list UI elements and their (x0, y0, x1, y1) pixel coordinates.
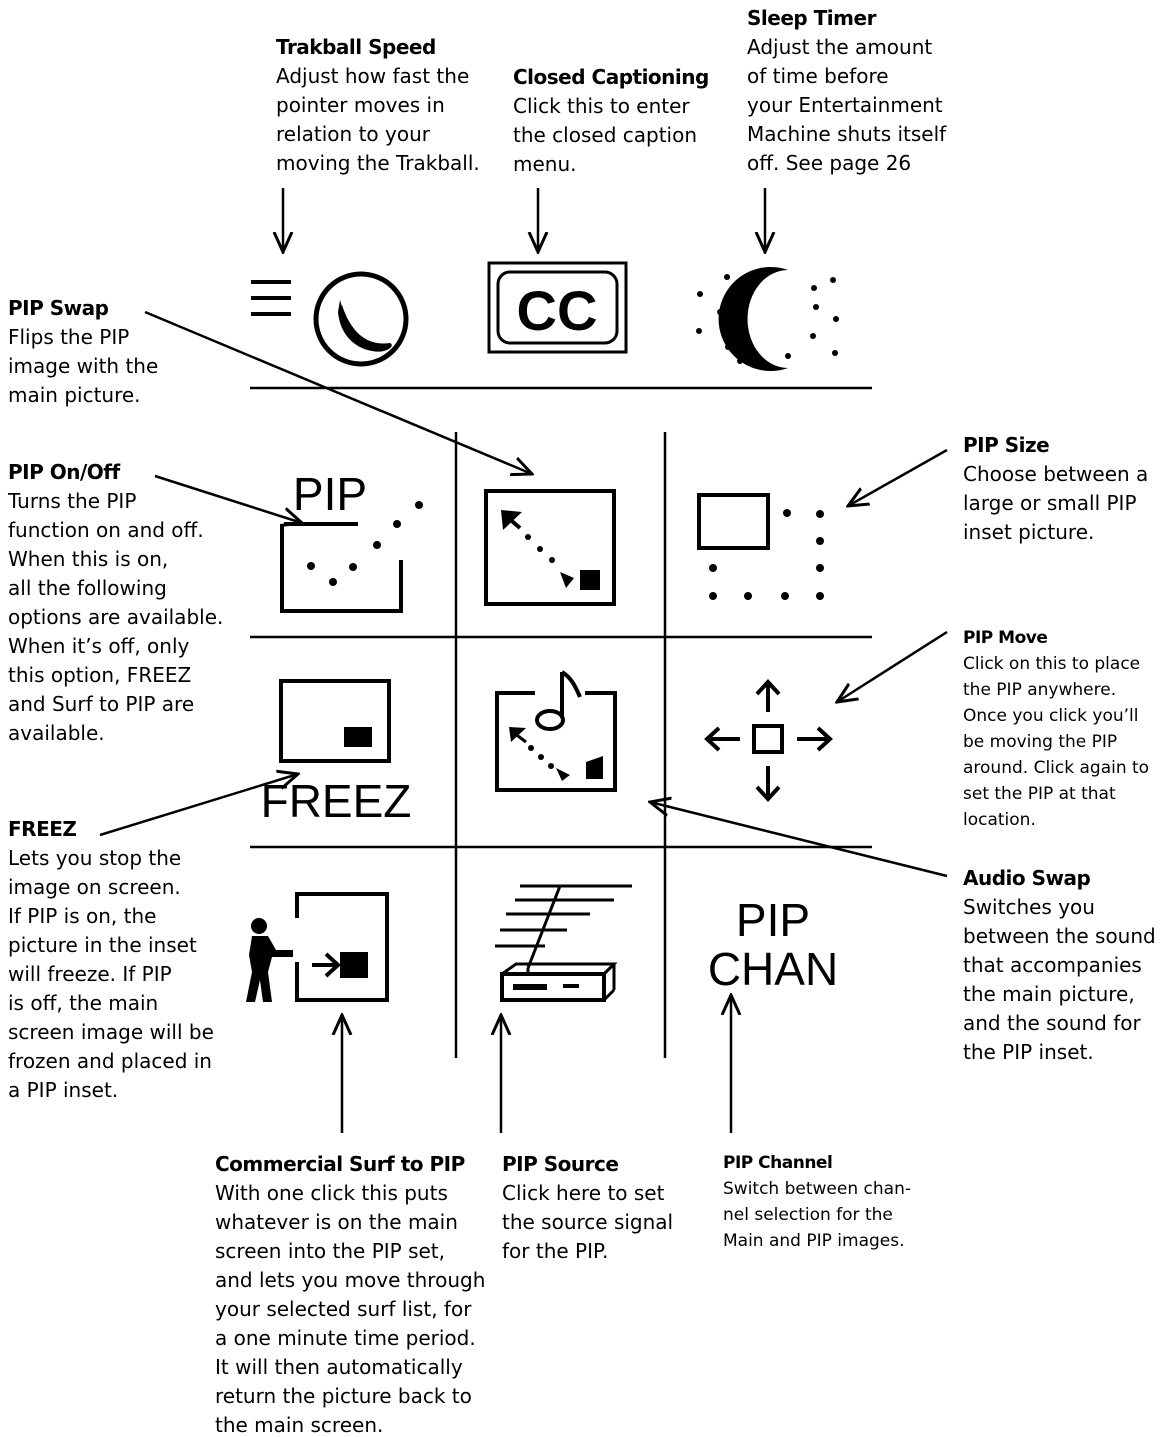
arrow-pip-size (848, 448, 948, 506)
callout-body: Click on this to place the PIP anywhere.… (963, 654, 1150, 830)
grid-lines (250, 386, 872, 1058)
audio-swap-icon[interactable] (495, 670, 617, 792)
pip-size-icon[interactable] (697, 493, 824, 600)
pip-swap-icon[interactable] (484, 489, 616, 606)
callout-title: FREEZ (8, 817, 77, 841)
callout-title: PIP Channel (723, 1153, 833, 1173)
freez-icon[interactable]: FREEZ (261, 679, 412, 827)
pip-channel-icon[interactable]: PIP CHAN (708, 894, 838, 995)
callout-pip-move: PIP Move Click on this to place the PIP … (963, 625, 1149, 833)
callout-sleep-timer: Sleep Timer Adjust the amount of time be… (747, 4, 946, 178)
pip-chan-label-line1: PIP (736, 894, 810, 946)
callout-pip-source: PIP Source Click here to set the source … (502, 1150, 673, 1266)
callout-freez: FREEZ Lets you stop the image on screen.… (8, 815, 214, 1105)
callout-commercial-surf: Commercial Surf to PIP With one click th… (215, 1150, 485, 1437)
callout-title: Trakball Speed (276, 35, 436, 59)
leader-arrows (99, 188, 948, 1133)
arrow-pip-swap (144, 310, 532, 474)
callout-body: Turns the PIP function on and off. When … (8, 489, 224, 745)
cc-label: CC (517, 279, 598, 342)
callout-closed-captioning: Closed Captioning Click this to enter th… (513, 63, 709, 179)
callout-body: Flips the PIP image with the main pictur… (8, 325, 159, 407)
callout-body: Adjust the amount of time before your En… (747, 35, 947, 175)
arrow-audio-swap (650, 802, 948, 878)
commercial-surf-icon[interactable] (246, 892, 389, 1002)
callout-pip-size: PIP Size Choose between a large or small… (963, 431, 1148, 547)
callout-title: Commercial Surf to PIP (215, 1152, 465, 1176)
callout-title: Closed Captioning (513, 65, 709, 89)
pip-source-icon[interactable] (495, 884, 632, 1002)
callout-title: PIP On/Off (8, 460, 120, 484)
callout-pip-on-off: PIP On/Off Turns the PIP function on and… (8, 458, 223, 748)
callout-body: With one click this puts whatever is on … (215, 1181, 486, 1437)
pip-chan-label-line2: CHAN (708, 943, 838, 995)
pip-on-off-icon[interactable]: PIP (280, 468, 423, 613)
callout-pip-swap: PIP Swap Flips the PIP image with the ma… (8, 294, 158, 410)
callout-body: Choose between a large or small PIP inse… (963, 462, 1149, 544)
arrow-pip-on-off (154, 474, 302, 523)
callout-body: Switches you between the sound that acco… (963, 895, 1156, 1064)
freez-label: FREEZ (261, 775, 412, 827)
callout-title: PIP Move (963, 628, 1048, 648)
trakball-speed-icon[interactable] (251, 271, 409, 367)
callout-trakball-speed: Trakball Speed Adjust how fast the point… (276, 33, 480, 178)
arrow-freez (99, 774, 298, 837)
callout-body: Switch between chan- nel selection for t… (723, 1179, 911, 1251)
pip-label: PIP (293, 468, 367, 520)
callout-body: Click this to enter the closed caption m… (513, 94, 698, 176)
callout-title: Audio Swap (963, 866, 1091, 890)
closed-caption-icon[interactable]: CC (487, 261, 628, 354)
callout-pip-channel: PIP Channel Switch between chan- nel sel… (723, 1150, 911, 1254)
sleep-timer-icon[interactable] (696, 266, 839, 371)
callout-body: Adjust how fast the pointer moves in rel… (276, 64, 480, 175)
callout-body: Click here to set the source signal for … (502, 1181, 674, 1263)
callout-title: PIP Swap (8, 296, 109, 320)
callout-audio-swap: Audio Swap Switches you between the soun… (963, 864, 1156, 1067)
callout-title: Sleep Timer (747, 6, 876, 30)
callout-body: Lets you stop the image on screen. If PI… (8, 846, 214, 1102)
callout-title: PIP Size (963, 433, 1050, 457)
pip-move-icon[interactable] (704, 679, 833, 802)
arrow-pip-move (837, 630, 948, 702)
callout-title: PIP Source (502, 1152, 619, 1176)
